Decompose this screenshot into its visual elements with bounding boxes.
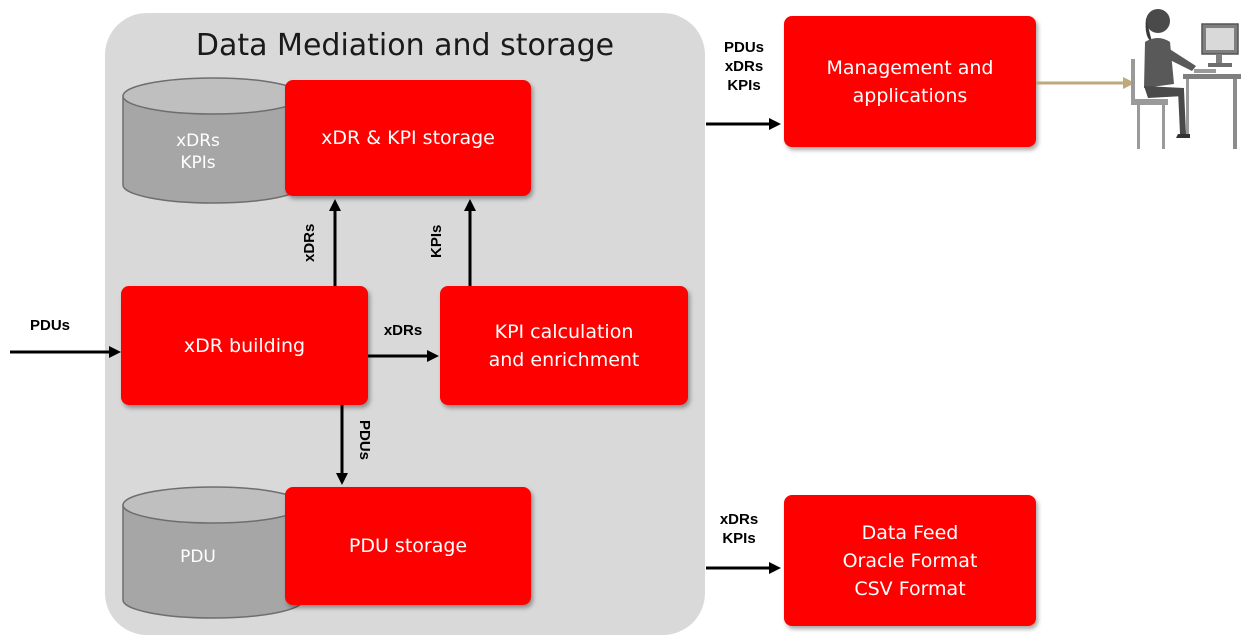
label-to-management: PDUs xDRs KPIs (723, 39, 764, 94)
label-input-pdus: PDUs (30, 317, 71, 334)
label-building-to-storage: xDRs (301, 223, 318, 262)
storage-cylinder-bottom (122, 486, 304, 619)
panel-title: Data Mediation and storage (195, 28, 615, 63)
pdu-storage-box: PDU storage (285, 487, 531, 605)
kpi-calculation-box: KPI calculation and enrichment (440, 286, 688, 405)
label-building-to-kpi: xDRs (383, 322, 423, 339)
label-kpi-to-storage: KPIs (428, 224, 445, 258)
storage-cylinder-top (122, 77, 304, 204)
xdr-kpi-storage-box: xDR & KPI storage (285, 80, 531, 196)
user-computer-icon (1131, 9, 1241, 149)
label-building-to-pdu: PDUs (356, 420, 373, 461)
cylinder-top-label: xDRs KPIs (176, 131, 220, 173)
cylinder-bottom-label: PDU (180, 547, 216, 567)
management-box: Management and applications (784, 16, 1036, 147)
data-feed-box: Data Feed Oracle Format CSV Format (784, 495, 1036, 626)
label-to-data-feed: xDRs KPIs (719, 511, 759, 547)
xdr-building-box: xDR building (121, 286, 368, 405)
